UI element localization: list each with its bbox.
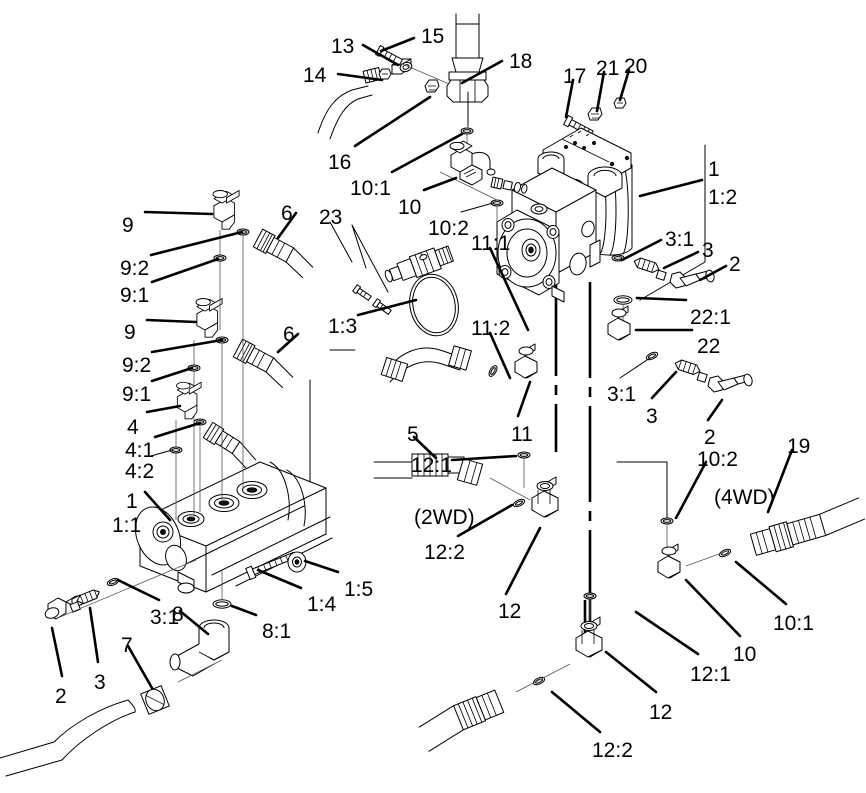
callout-12-1: 12:1 (690, 663, 731, 686)
callout-8: 8 (172, 603, 184, 626)
callout-14: 14 (303, 64, 327, 87)
callout-17: 17 (563, 65, 587, 88)
callout-2: 2 (704, 426, 716, 449)
callout-11-1: 11:1 (471, 232, 511, 255)
callout-19: 19 (787, 435, 811, 458)
callout-9-2: 9:2 (120, 257, 150, 280)
callout-1-3: 1:3 (328, 315, 358, 338)
callout-1: 1 (708, 158, 720, 181)
group-2wd-branch (373, 451, 559, 518)
callout-4-1: 4:1 (125, 439, 155, 462)
callout-20: 20 (624, 55, 648, 78)
group-elbow-4 (169, 381, 256, 480)
callout-2: 2 (729, 253, 741, 276)
callout-12: 12 (649, 701, 673, 724)
group-bottom-branch (418, 592, 603, 752)
callout-15: 15 (421, 25, 445, 48)
callout-3: 3 (702, 239, 714, 262)
callout-2: 2 (55, 685, 67, 708)
callout-16: 16 (328, 151, 352, 174)
group-bolts-17-21-20 (563, 97, 627, 137)
group-elbow-9-lower (187, 298, 294, 420)
callout-9-2: 9:2 (122, 354, 152, 377)
mode-2wd-label: (2WD) (414, 506, 475, 529)
callout-6: 6 (281, 202, 293, 225)
callout-10: 10 (733, 643, 757, 666)
callout-10-1: 10:1 (773, 612, 814, 635)
group-fittings-right-upper (607, 254, 753, 393)
group-tee-8-and-nut-7 (0, 570, 232, 777)
callout-7: 7 (121, 634, 133, 657)
callout-5: 5 (407, 423, 419, 446)
callout-9-1: 9:1 (120, 284, 150, 307)
callout-4-2: 4:2 (125, 460, 155, 483)
callout-1: 1 (126, 490, 138, 513)
leader-lines (50, 36, 794, 734)
callout-3: 3 (94, 671, 106, 694)
callout-3-1: 3:1 (665, 228, 695, 251)
group-tube-fitting-18 (446, 13, 489, 103)
callout-3-1: 3:1 (150, 606, 180, 629)
callout-13: 13 (331, 35, 355, 58)
callout-12-1: 12:1 (411, 454, 452, 477)
callout-10: 10 (398, 196, 422, 219)
callout-22: 22 (697, 335, 721, 358)
mode-4wd-label: (4WD) (714, 486, 775, 509)
callout-1-5: 1:5 (344, 578, 374, 601)
callout-8-1: 8:1 (262, 620, 292, 643)
callout-6: 6 (283, 323, 295, 346)
callout-9-1: 9:1 (122, 383, 152, 406)
callout-21: 21 (596, 57, 620, 80)
callout-12-2: 12:2 (424, 541, 465, 564)
callout-3: 3 (646, 405, 658, 428)
group-valve-10 (439, 140, 528, 222)
callout-12-2: 12:2 (592, 739, 633, 762)
main-hydraulic-pump-body (496, 127, 633, 303)
callout-10-2: 10:2 (697, 448, 738, 471)
callout-22-1: 22:1 (690, 306, 731, 329)
callout-11: 11 (511, 423, 533, 446)
assembly-axis-lines (554, 280, 592, 640)
callout-10-2: 10:2 (428, 217, 469, 240)
callout-18: 18 (509, 50, 533, 73)
oring-11-2-large (409, 273, 459, 337)
callout-3-1: 3:1 (607, 383, 637, 406)
group-elbow-11 (380, 343, 538, 383)
group-fittings-2-3-lower-left (44, 559, 197, 620)
callout-1-1: 1:1 (112, 514, 142, 537)
callout-1-2: 1:2 (708, 186, 738, 209)
lower-hydraulic-motor-body (135, 300, 333, 594)
callout-1-4: 1:4 (307, 593, 337, 616)
callout-9: 9 (122, 214, 134, 237)
callout-12: 12 (498, 600, 522, 623)
callout-9: 9 (124, 321, 136, 344)
group-elbow-9-upper (212, 190, 314, 300)
group-4wd-branch (616, 461, 866, 579)
callout-4: 4 (127, 416, 139, 439)
callout-10-1: 10:1 (350, 177, 391, 200)
callout-11-2: 11:2 (471, 317, 511, 340)
callout-23: 23 (319, 206, 343, 229)
